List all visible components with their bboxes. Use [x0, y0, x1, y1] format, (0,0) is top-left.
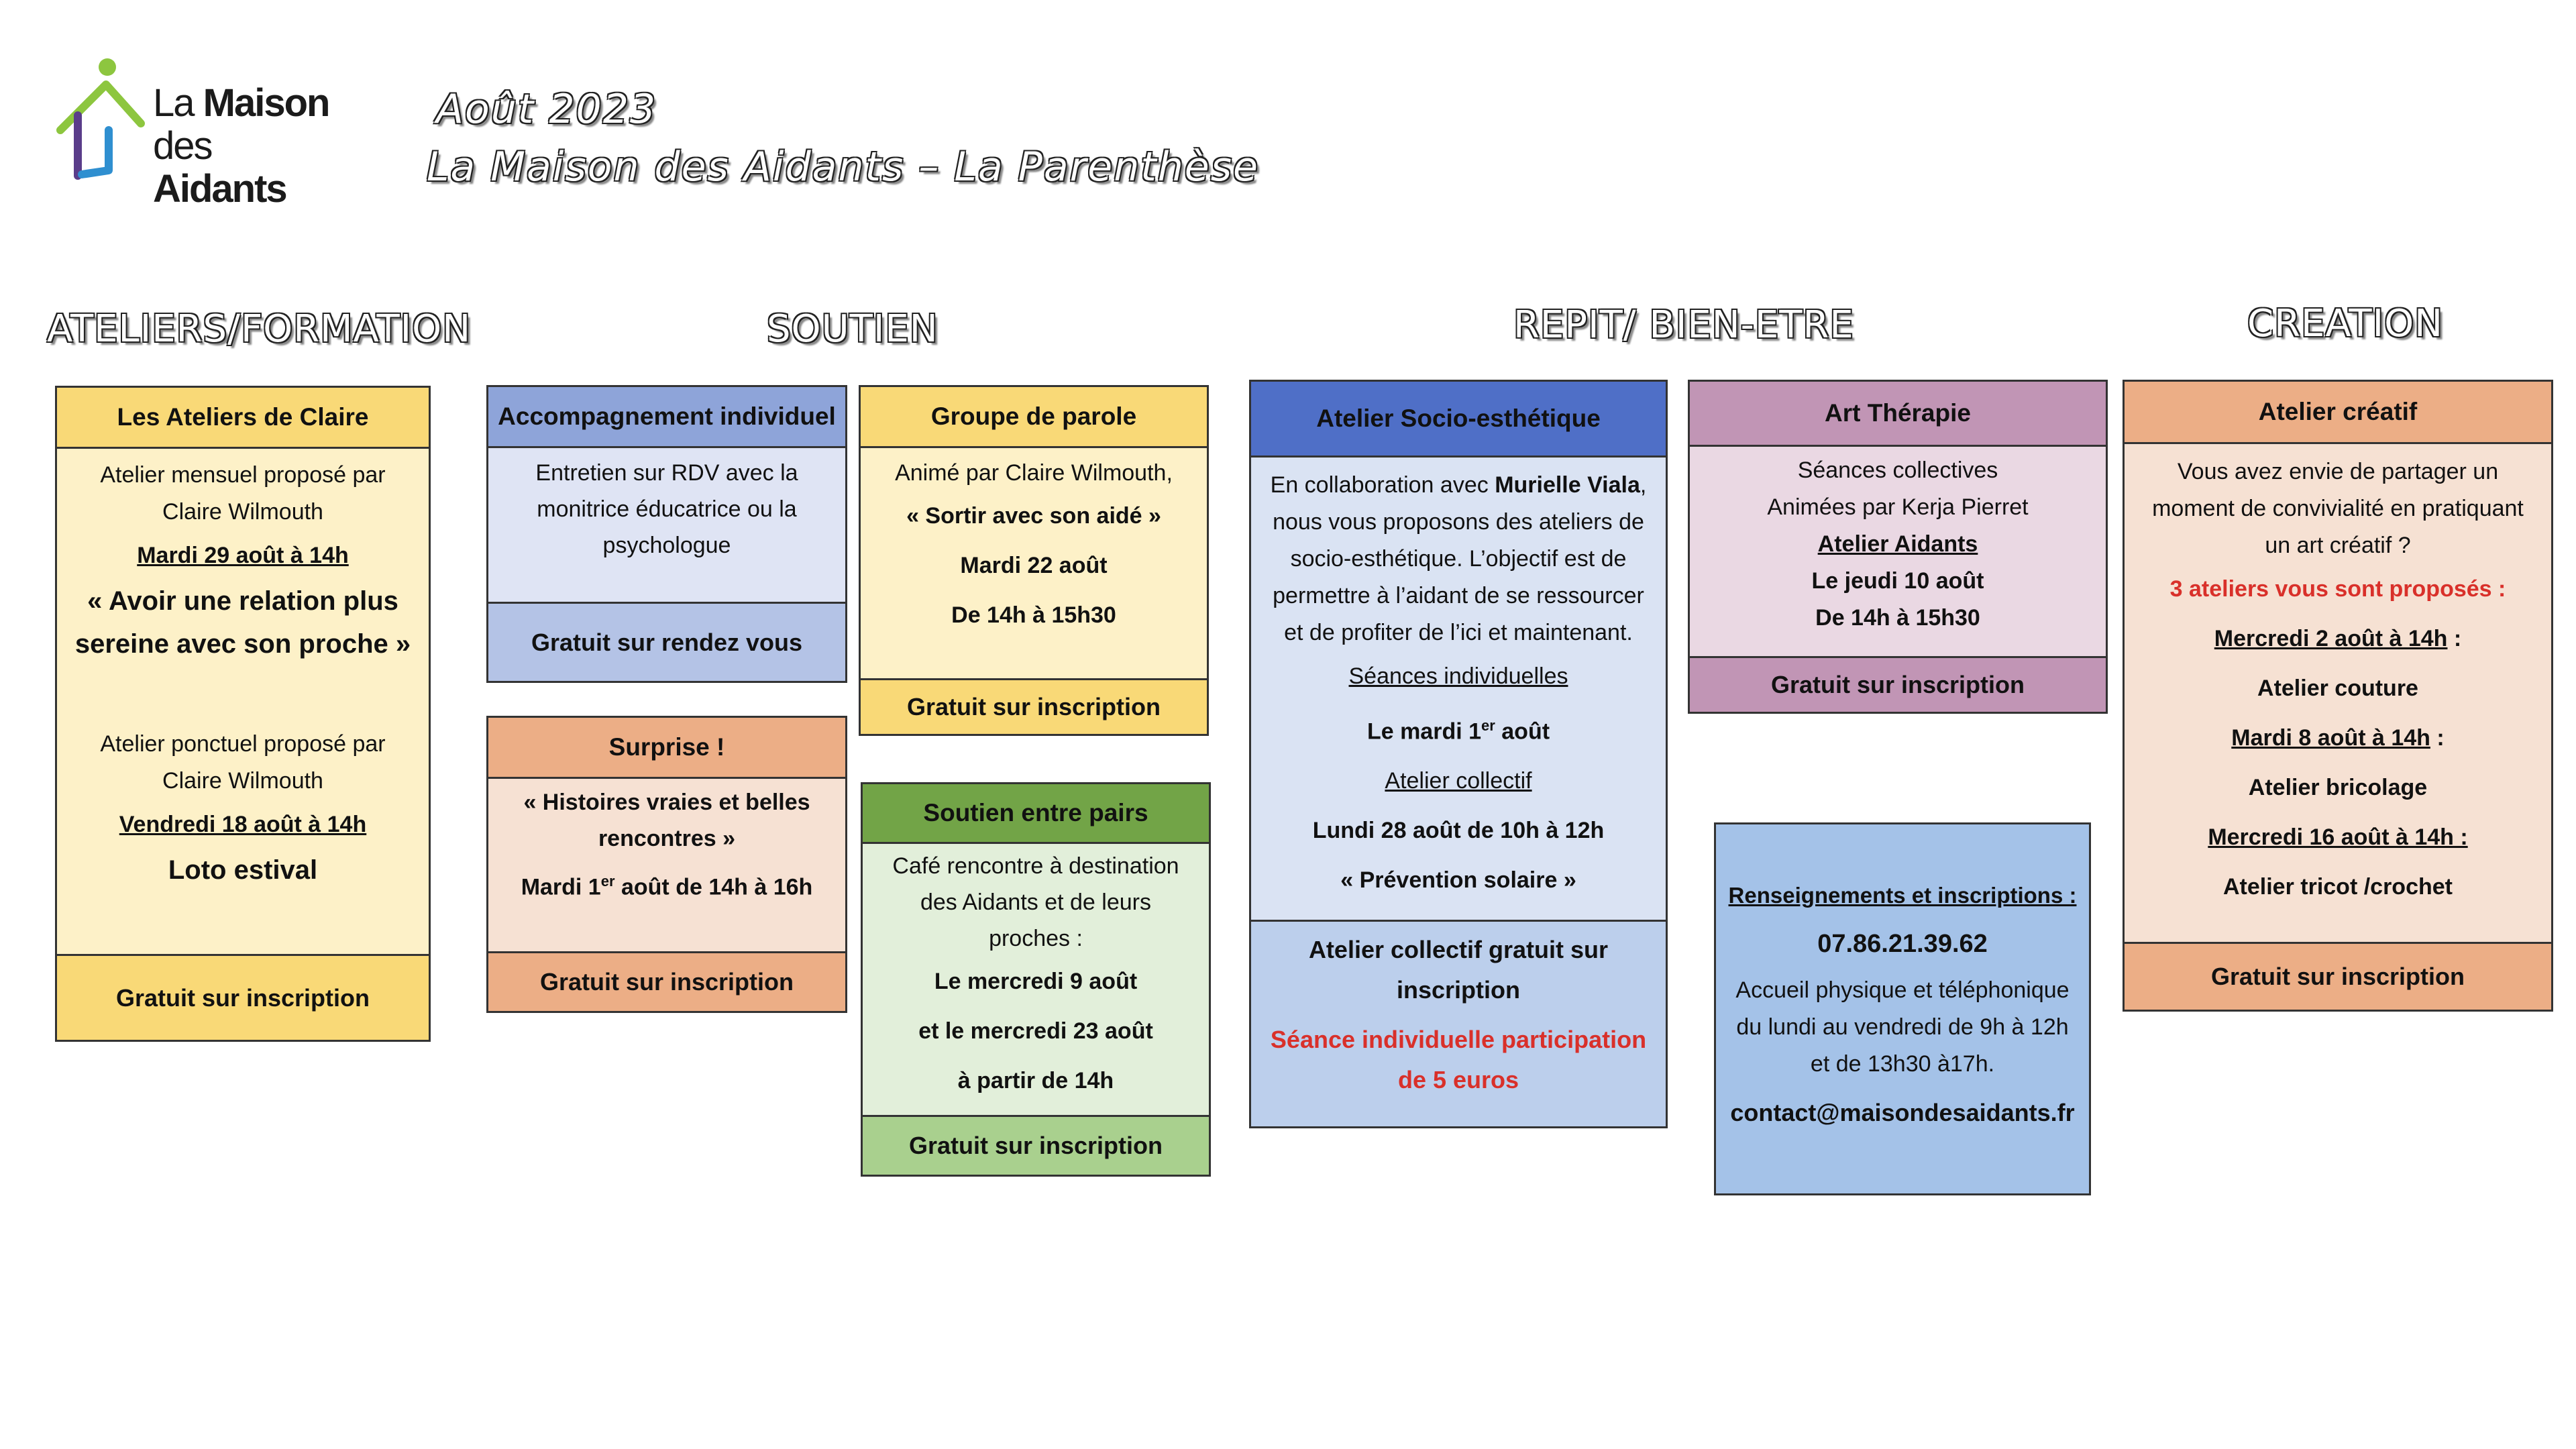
- text-line: En collaboration avec Murielle Viala,: [1270, 472, 1647, 498]
- text-line: Claire Wilmouth: [162, 768, 323, 794]
- event-line: Loto estival: [168, 855, 318, 885]
- card-title: Atelier créatif: [2125, 382, 2551, 444]
- card-footer: Gratuit sur inscription: [2125, 942, 2551, 1010]
- month-title: Août 2023: [436, 86, 657, 133]
- text-line: rencontres »: [598, 826, 736, 851]
- text-line: permettre à l’aidant de se ressourcer: [1273, 583, 1644, 608]
- text-line: moment de convivialité en pratiquant: [2152, 496, 2524, 521]
- card-art-therapie: Art Thérapie Séances collectives Animées…: [1688, 380, 2108, 714]
- card-socio-esthetique: Atelier Socio-esthétique En collaboratio…: [1249, 380, 1668, 1128]
- card-groupe-parole: Groupe de parole Animé par Claire Wilmou…: [859, 385, 1209, 736]
- text-line: « Histoires vraies et belles: [523, 790, 810, 815]
- contact-email[interactable]: contact@maisondesaidants.fr: [1730, 1098, 2075, 1126]
- date-line: Le jeudi 10 août: [1811, 568, 1984, 594]
- card-footer: Gratuit sur inscription: [1690, 656, 2106, 712]
- text-line: monitrice éducatrice ou la: [537, 496, 797, 522]
- card-ateliers-claire: Les Ateliers de Claire Atelier mensuel p…: [55, 386, 431, 1042]
- card-title: Art Thérapie: [1690, 382, 2106, 447]
- card-footer: Gratuit sur inscription: [57, 954, 429, 1040]
- highlight-line: 3 ateliers vous sont proposés :: [2169, 576, 2506, 602]
- date-line: Le mardi 1er août: [1366, 717, 1550, 745]
- text-line: Animées par Kerja Pierret: [1767, 494, 2029, 520]
- date-line: et le mercredi 23 août: [918, 1018, 1153, 1044]
- text-line: Claire Wilmouth: [162, 499, 323, 525]
- logo-wordmark: La Maison des Aidants: [153, 81, 330, 211]
- contact-hours: Accueil physique et téléphonique: [1735, 977, 2070, 1003]
- card-title: Atelier Socio-esthétique: [1251, 382, 1666, 458]
- contact-hours: et de 13h30 à17h.: [1810, 1051, 1995, 1077]
- text-line: Atelier ponctuel proposé par: [100, 731, 386, 757]
- date-line: Le mercredi 9 août: [934, 969, 1138, 994]
- logo: La Maison des Aidants: [54, 56, 349, 211]
- section-title-creation: CREATION: [2247, 302, 2444, 345]
- text-line: psychologue: [602, 533, 731, 558]
- card-title: Les Ateliers de Claire: [57, 388, 429, 449]
- section-title-ateliers: ATELIERS/FORMATION: [47, 307, 472, 351]
- text-line: socio-esthétique. L’objectif est de: [1290, 546, 1627, 572]
- footer-line: inscription: [1396, 976, 1520, 1004]
- text-line: proches :: [989, 926, 1083, 951]
- date-line: Mercredi 16 août à 14h :: [2208, 824, 2468, 850]
- logo-figure-icon: [56, 58, 145, 180]
- footer-line: Atelier collectif gratuit sur: [1308, 936, 1609, 963]
- card-accompagnement: Accompagnement individuel Entretien sur …: [486, 385, 847, 683]
- date-line: Mardi 22 août: [960, 553, 1108, 578]
- page-subtitle: La Maison des Aidants – La Parenthèse: [427, 144, 1259, 191]
- card-footer: Gratuit sur inscription: [861, 678, 1207, 734]
- card-title: Groupe de parole: [861, 387, 1207, 448]
- price-line: Séance individuelle participation: [1270, 1026, 1647, 1053]
- contact-hours: du lundi au vendredi de 9h à 12h: [1736, 1014, 2069, 1040]
- card-surprise: Surprise ! « Histoires vraies et belles …: [486, 716, 847, 1013]
- date-line: Mercredi 2 août à 14h :: [2214, 626, 2462, 651]
- date-line: Mardi 8 août à 14h :: [2231, 725, 2445, 751]
- time-line: De 14h à 15h30: [1815, 605, 1980, 631]
- card-title: Surprise !: [488, 718, 845, 779]
- contact-phone: 07.86.21.39.62: [1817, 929, 1988, 958]
- text-line: « Sortir avec son aidé »: [906, 503, 1161, 529]
- card-title: Soutien entre pairs: [863, 784, 1209, 844]
- activity-line: Atelier tricot /crochet: [2223, 874, 2453, 900]
- text-line: Animé par Claire Wilmouth,: [895, 460, 1173, 486]
- card-atelier-creatif: Atelier créatif Vous avez envie de parta…: [2123, 380, 2553, 1012]
- quote-line: « Avoir une relation plus: [87, 586, 398, 616]
- text-line: Café rencontre à destination: [892, 853, 1179, 879]
- card-footer: Gratuit sur rendez vous: [488, 602, 845, 681]
- text-line: Atelier mensuel proposé par: [100, 462, 386, 488]
- section-title-repit: REPIT/ BIEN-ETRE: [1513, 303, 1854, 347]
- card-footer: Gratuit sur inscription: [863, 1115, 1209, 1175]
- quote-line: sereine avec son proche »: [74, 629, 411, 659]
- text-line: « Prévention solaire »: [1340, 867, 1576, 894]
- date-line: Vendredi 18 août à 14h: [119, 812, 367, 837]
- subheading: Atelier Aidants: [1817, 531, 1978, 557]
- activity-line: Atelier bricolage: [2248, 775, 2428, 800]
- subheading: Séances individuelles: [1348, 663, 1568, 689]
- section-title-soutien: SOUTIEN: [767, 307, 938, 351]
- text-line: nous vous proposons des ateliers de: [1273, 509, 1644, 535]
- card-footer: Gratuit sur inscription: [488, 951, 845, 1011]
- text-line: des Aidants et de leurs: [920, 890, 1151, 915]
- contact-heading: Renseignements et inscriptions :: [1728, 882, 2077, 908]
- subheading: Atelier collectif: [1385, 768, 1532, 794]
- text-line: Vous avez envie de partager un: [2177, 459, 2499, 484]
- text-line: Séances collectives: [1797, 458, 1998, 483]
- time-line: à partir de 14h: [957, 1068, 1114, 1093]
- date-line: Lundi 28 août de 10h à 12h: [1312, 818, 1605, 844]
- card-title: Accompagnement individuel: [488, 387, 845, 448]
- date-line: Mardi 29 août à 14h: [137, 543, 349, 568]
- contact-box: Renseignements et inscriptions : 07.86.2…: [1714, 822, 2091, 1195]
- date-line: Mardi 1er août de 14h à 16h: [521, 873, 813, 900]
- text-line: Entretien sur RDV avec la: [535, 460, 798, 486]
- time-line: De 14h à 15h30: [951, 602, 1116, 628]
- activity-line: Atelier couture: [2257, 676, 2418, 701]
- card-soutien-pairs: Soutien entre pairs Café rencontre à des…: [861, 782, 1211, 1177]
- text-line: et de profiter de l’ici et maintenant.: [1284, 620, 1633, 645]
- text-line: un art créatif ?: [2265, 533, 2411, 558]
- price-line: de 5 euros: [1397, 1066, 1519, 1093]
